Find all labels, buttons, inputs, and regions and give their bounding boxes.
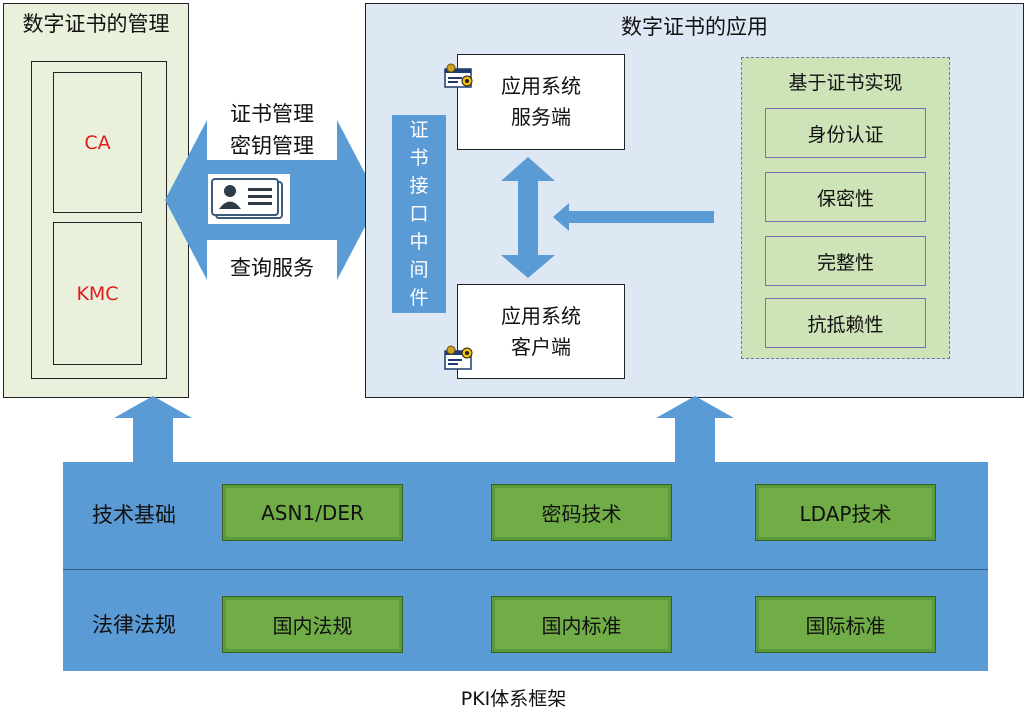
app-server-label: 应用系统 服务端 — [501, 74, 581, 129]
application-title: 数字证书的应用 — [621, 15, 768, 39]
kmc-box: KMC — [53, 222, 142, 365]
feature-label: 完整性 — [816, 251, 874, 274]
tech-item-crypto: 密码技术 — [491, 484, 672, 541]
interface-char: 件 — [409, 287, 429, 309]
app-server-box: 应用系统 服务端 — [457, 54, 625, 150]
tech-item-label: ASN1/DER — [261, 500, 364, 525]
tech-item-label: LDAP技术 — [799, 502, 892, 526]
tech-item-asn1: ASN1/DER — [222, 484, 403, 541]
up-arrow-right — [656, 396, 734, 463]
feature-label: 身份认证 — [807, 123, 884, 146]
interface-char: 接 — [409, 175, 429, 197]
law-item-label: 国内标准 — [541, 614, 622, 638]
interface-char: 书 — [409, 147, 429, 169]
vertical-double-arrow — [501, 157, 555, 278]
tech-item-label: 密码技术 — [541, 502, 622, 526]
tech-item-ldap: LDAP技术 — [755, 484, 936, 541]
certificate-icon — [444, 345, 473, 370]
cert-based-title: 基于证书实现 — [788, 72, 903, 94]
feature-confidentiality: 保密性 — [765, 172, 926, 222]
feature-label: 抗抵赖性 — [807, 313, 884, 336]
management-title: 数字证书的管理 — [22, 12, 170, 36]
feature-label: 保密性 — [816, 187, 874, 210]
cert-interface-middleware: 证 书 接 口 中 间 件 — [392, 115, 446, 313]
app-client-box: 应用系统 客户端 — [457, 284, 625, 379]
law-item-label: 国际标准 — [805, 614, 886, 638]
interface-char: 中 — [409, 231, 429, 253]
tech-basis-label: 技术基础 — [92, 503, 176, 527]
law-item-domestic-regulations: 国内法规 — [222, 596, 403, 653]
law-item-intl-standards: 国际标准 — [755, 596, 936, 653]
kmc-label: KMC — [76, 282, 119, 305]
cert-mgmt-label: 证书管理 — [230, 102, 314, 126]
feature-identity-auth: 身份认证 — [765, 108, 926, 158]
law-item-domestic-standards: 国内标准 — [491, 596, 672, 653]
id-card-icon — [208, 174, 290, 224]
left-arrow — [553, 203, 714, 231]
law-item-label: 国内法规 — [272, 614, 353, 638]
interface-char: 证 — [409, 119, 429, 141]
law-label: 法律法规 — [92, 613, 176, 637]
pki-framework-caption: PKI体系框架 — [460, 688, 567, 710]
key-mgmt-label: 密钥管理 — [230, 134, 314, 158]
query-service-label: 查询服务 — [230, 256, 314, 280]
interface-char: 间 — [409, 259, 429, 281]
feature-integrity: 完整性 — [765, 236, 926, 286]
ca-label: CA — [84, 131, 111, 154]
interface-char: 口 — [409, 203, 429, 225]
app-client-label: 应用系统 客户端 — [501, 303, 581, 359]
certificate-icon — [444, 63, 473, 88]
ca-box: CA — [53, 72, 142, 213]
up-arrow-left — [114, 396, 192, 463]
feature-non-repudiation: 抗抵赖性 — [765, 298, 926, 348]
